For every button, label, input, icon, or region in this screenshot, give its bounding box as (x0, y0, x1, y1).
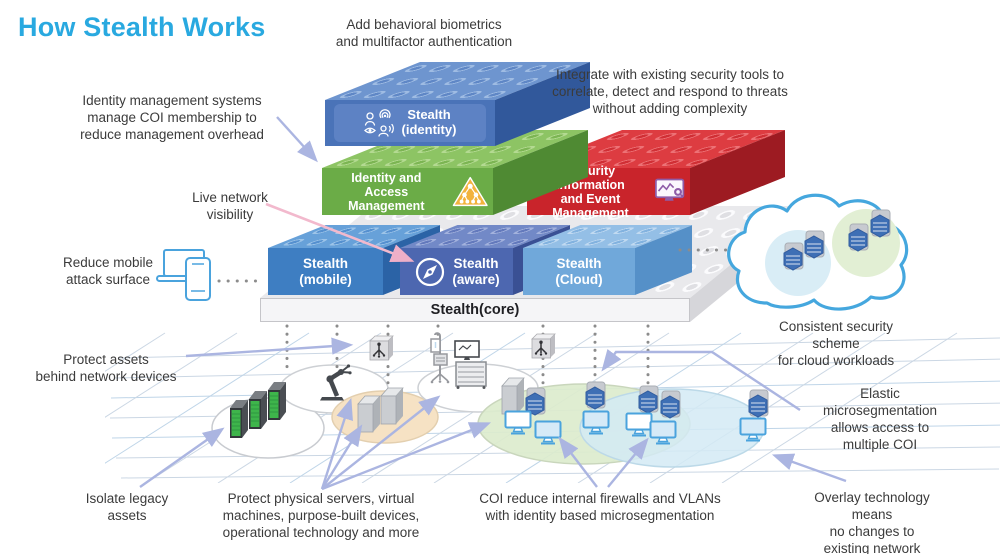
core-label: Stealth(core) (430, 302, 520, 318)
annotation-identity-mgmt: Identity management systems manage COI m… (80, 93, 264, 143)
legacy-zone-ellipse (211, 397, 325, 459)
connector-physical-1 (320, 397, 353, 490)
voice-icon (377, 123, 394, 137)
core-plate-front: Stealth(core) (260, 298, 690, 322)
annotation-integrate: Integrate with existing security tools t… (552, 67, 788, 117)
connector-physical-4 (321, 422, 492, 491)
user-icon (365, 112, 374, 120)
annotation-coi-reduce: COI reduce internal firewalls and VLANs … (479, 491, 721, 524)
iam-label: Identity and Access Management (348, 170, 425, 213)
connector-identity-mgmt (276, 116, 318, 163)
connector-physical-3 (321, 395, 441, 490)
eye-icon (363, 127, 376, 134)
connector-coi-1 (558, 436, 598, 488)
server-zone-ellipse (331, 390, 439, 444)
medical-zone-ellipse (417, 363, 539, 413)
coi-circle-green (832, 209, 900, 277)
devices (229, 332, 769, 445)
dotted-drop-lines (285, 324, 650, 400)
page-title: How Stealth Works (18, 12, 266, 42)
connector-coi-2 (607, 437, 649, 488)
coi-blue-ellipse (579, 388, 765, 468)
monitor-chart-magnifier-icon (654, 178, 685, 201)
connector-protect-assets (185, 337, 354, 358)
robot-zone-ellipse (279, 364, 389, 414)
warning-triangle-hierarchy-icon (452, 176, 488, 207)
identity-panel: Stealth (identity) (334, 104, 486, 142)
annotation-reduce-mobile: Reduce mobile attack surface (62, 255, 154, 288)
annotation-live-network: Live network visibility (192, 190, 268, 223)
laptop-phone-icon (156, 249, 211, 301)
connector-isolate-legacy (139, 427, 225, 488)
annotation-consistent: Consistent security scheme for cloud wor… (777, 319, 895, 369)
connector-overlay (771, 453, 847, 483)
connector-physical-2 (320, 424, 363, 490)
cloud-brick-label: Stealth (Cloud) (555, 256, 603, 287)
annotation-isolate-legacy: Isolate legacy assets (85, 491, 169, 524)
fingerprint-icon (378, 109, 391, 119)
annotation-protect-assets: Protect assets behind network devices (35, 352, 177, 385)
annotation-elastic: Elastic microsegmentation allows access … (822, 386, 938, 453)
annotation-protect-physical: Protect physical servers, virtual machin… (222, 491, 420, 541)
annotation-overlay: Overlay technology means no changes to e… (814, 490, 930, 554)
identity-icons (363, 109, 394, 137)
compass-icon (416, 257, 445, 286)
coi-green-ellipse (477, 383, 691, 465)
annotation-biometrics: Add behavioral biometrics and multifacto… (335, 17, 513, 50)
mobile-label: Stealth (mobile) (299, 256, 352, 287)
aware-label: Stealth (aware) (452, 256, 500, 287)
identity-label: Stealth (identity) (401, 107, 457, 137)
